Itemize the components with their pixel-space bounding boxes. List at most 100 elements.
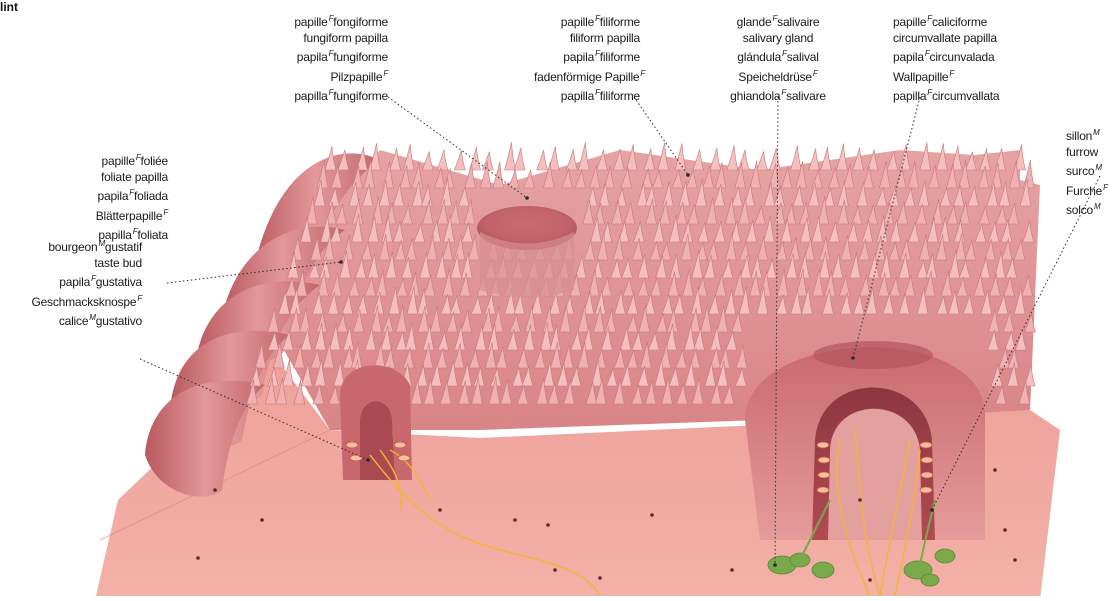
label-line: papilaFfiliforme: [534, 46, 640, 66]
label-line: papillaFfungiforme: [200, 85, 388, 105]
term-text-rest: gustatif: [105, 240, 142, 254]
filiform-spike: [837, 144, 848, 170]
filiform-spike: [1023, 160, 1034, 188]
term-text-rest: caliciforme: [932, 15, 987, 29]
term-text: Blätterpapille: [96, 209, 163, 223]
taste-bud: [920, 442, 932, 448]
taste-bud: [350, 455, 362, 461]
gender-marker: F: [163, 208, 168, 217]
fungiform-papilla: [477, 206, 577, 298]
label-line: papilaFfungiforme: [200, 46, 388, 66]
gender-marker: F: [813, 69, 818, 78]
term-text-rest: filiforme: [600, 50, 640, 64]
filiform-spike: [578, 142, 589, 170]
gender-marker: M: [1094, 202, 1100, 211]
term-text: papille: [561, 15, 594, 29]
filiform-spike: [493, 162, 504, 188]
cell-nucleus: [1013, 558, 1017, 562]
term-text: papila: [59, 275, 90, 289]
cell-nucleus: [1003, 528, 1007, 532]
cell-nucleus: [858, 498, 862, 502]
filiform-spike: [566, 149, 577, 170]
circumvallate-papilla: [745, 341, 985, 540]
label-furrow: sillonMfurrowsurcoMFurcheFsolcoM: [1066, 125, 1118, 219]
term-text: calice: [59, 314, 88, 328]
label-line: furrow: [1066, 145, 1118, 161]
term-text: surco: [1066, 164, 1094, 178]
label-line: caliceMgustativo: [0, 310, 142, 330]
term-text: solco: [1066, 203, 1093, 217]
term-text: ghiandola: [730, 89, 780, 103]
taste-bud: [398, 455, 410, 461]
cell-nucleus: [868, 578, 872, 582]
filiform-spike: [454, 150, 465, 170]
filiform-spike: [437, 150, 448, 170]
term-text: fadenförmige Papille: [534, 70, 639, 84]
cell-nucleus: [553, 568, 557, 572]
label-salivary: glandeFsalivairesalivary glandglándulaFs…: [688, 11, 868, 105]
term-text-rest: circunvalada: [930, 50, 995, 64]
label-line: WallpapilleF: [893, 66, 1093, 86]
label-line: ghiandolaFsalivare: [688, 85, 868, 105]
filiform-spike: [505, 142, 516, 170]
label-line: papilaFgustativa: [0, 271, 142, 291]
label-foliate: papilleFfoliéefoliate papillapapilaFfoli…: [60, 150, 168, 244]
filiform-spike: [809, 149, 820, 170]
label-line: circumvallate papilla: [893, 31, 1093, 47]
label-line: FurcheF: [1066, 180, 1118, 200]
taste-bud: [921, 457, 933, 463]
term-text: papilla: [561, 89, 594, 103]
term-text: glande: [737, 15, 772, 29]
filiform-spike: [710, 148, 721, 170]
cell-nucleus: [260, 518, 264, 522]
filiform-spike: [508, 170, 519, 188]
cell-nucleus: [196, 556, 200, 560]
term-text-rest: foliada: [134, 189, 168, 203]
filiform-spike: [821, 147, 832, 170]
taste-bud: [818, 472, 830, 478]
label-line: fadenförmige PapilleF: [534, 66, 640, 86]
filiform-spike: [693, 150, 704, 170]
gender-marker: F: [383, 69, 388, 78]
term-text: papilla: [893, 89, 926, 103]
cell-nucleus: [993, 468, 997, 472]
term-text-rest: fungiforme: [333, 50, 388, 64]
term-text: Wallpapille: [893, 70, 948, 84]
term-text: Speicheldrüse: [738, 70, 811, 84]
gender-marker: M: [1095, 163, 1101, 172]
label-line: papilleFfiliforme: [534, 11, 640, 31]
label-tastebud: bourgeonMgustatiftaste budpapilaFgustati…: [0, 236, 142, 330]
taste-bud: [818, 457, 830, 463]
term-text-rest: salivaire: [777, 15, 819, 29]
label-line: taste bud: [0, 256, 142, 272]
term-text: bourgeon: [48, 240, 97, 254]
filiform-spike: [422, 151, 433, 170]
filiform-spike: [727, 145, 738, 170]
label-line: glandeFsalivaire: [688, 11, 868, 31]
term-text: glándula: [737, 50, 781, 64]
cell-nucleus: [650, 513, 654, 517]
filiform-spike: [757, 151, 768, 170]
term-text: papila: [563, 50, 594, 64]
filiform-spike: [738, 150, 749, 170]
term-text: filiform papilla: [570, 31, 640, 45]
term-text-rest: filiforme: [600, 15, 640, 29]
term-text-rest: foliée: [141, 154, 169, 168]
label-line: solcoM: [1066, 199, 1118, 219]
label-filiform: papilleFfiliformefiliform papillapapilaF…: [534, 11, 640, 105]
label-line: surcoM: [1066, 160, 1118, 180]
term-text-rest: fongiforme: [333, 15, 388, 29]
term-text: Pilzpapille: [330, 70, 382, 84]
term-text-rest: salival: [787, 50, 819, 64]
term-text-rest: gustativo: [96, 314, 142, 328]
gender-marker: F: [137, 294, 142, 303]
term-text: Furche: [1066, 184, 1102, 198]
term-text: foliate papilla: [101, 170, 168, 184]
term-text-rest: salivare: [786, 89, 826, 103]
term-text: papille: [893, 15, 926, 29]
term-text: circumvallate papilla: [893, 31, 997, 45]
label-line: filiform papilla: [534, 31, 640, 47]
filiform-spike: [537, 150, 548, 170]
label-line: papilleFcaliciforme: [893, 11, 1093, 31]
